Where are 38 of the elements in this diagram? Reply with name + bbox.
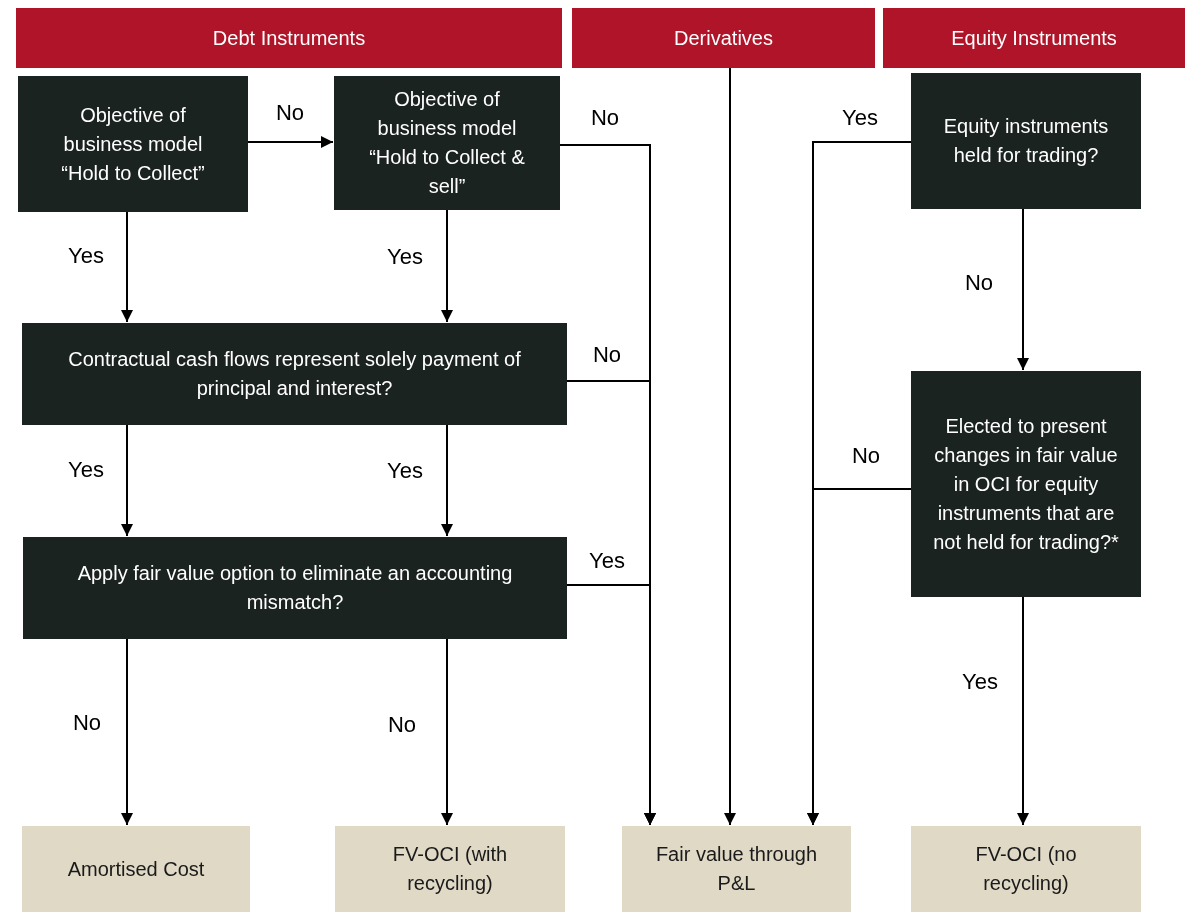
category-header xyxy=(16,8,562,68)
decision-box xyxy=(911,73,1141,209)
arrow xyxy=(247,136,334,148)
node-text: Debt Instruments xyxy=(212,25,366,51)
arrow xyxy=(1017,208,1029,371)
node-text: Fair value through P&L xyxy=(654,842,819,896)
arrow xyxy=(807,488,912,826)
arrow xyxy=(566,584,656,826)
arrow xyxy=(724,67,736,826)
category-header xyxy=(883,8,1185,68)
node-text: FV-OCI (with recycling) xyxy=(391,842,509,896)
decision-box xyxy=(18,76,248,212)
arrow xyxy=(121,638,133,826)
node-text: Apply fair value option to eliminate an accounting mismatch? xyxy=(76,561,514,615)
node-text: FV-OCI (no recycling) xyxy=(974,842,1078,896)
node-text: Contractual cash flows represent solely payment of principal and interest? xyxy=(67,347,522,401)
arrow xyxy=(441,638,453,826)
arrow xyxy=(441,209,453,323)
node-text: Objective of business model “Hold to Collect” xyxy=(60,102,206,186)
arrow xyxy=(441,424,453,537)
category-header xyxy=(572,8,875,68)
result-box xyxy=(335,826,565,912)
node-text: Equity Instruments xyxy=(951,25,1117,51)
node-text: Equity instruments held for trading? xyxy=(942,114,1110,168)
decision-box xyxy=(334,76,560,210)
node-text: Derivatives xyxy=(674,25,773,51)
arrow xyxy=(121,211,133,323)
result-box xyxy=(622,826,851,912)
node-text: Objective of business model “Hold to Collect & sell” xyxy=(368,87,526,199)
arrow xyxy=(1017,596,1029,826)
arrow xyxy=(121,424,133,537)
decision-box xyxy=(23,537,567,639)
node-text: Amortised Cost xyxy=(67,856,205,882)
node-text: Elected to present changes in fair value in OCI for equity instruments that are not held for trading?* xyxy=(932,413,1120,555)
result-box xyxy=(22,826,250,912)
decision-box xyxy=(911,371,1141,597)
result-box xyxy=(911,826,1141,912)
decision-box xyxy=(22,323,567,425)
